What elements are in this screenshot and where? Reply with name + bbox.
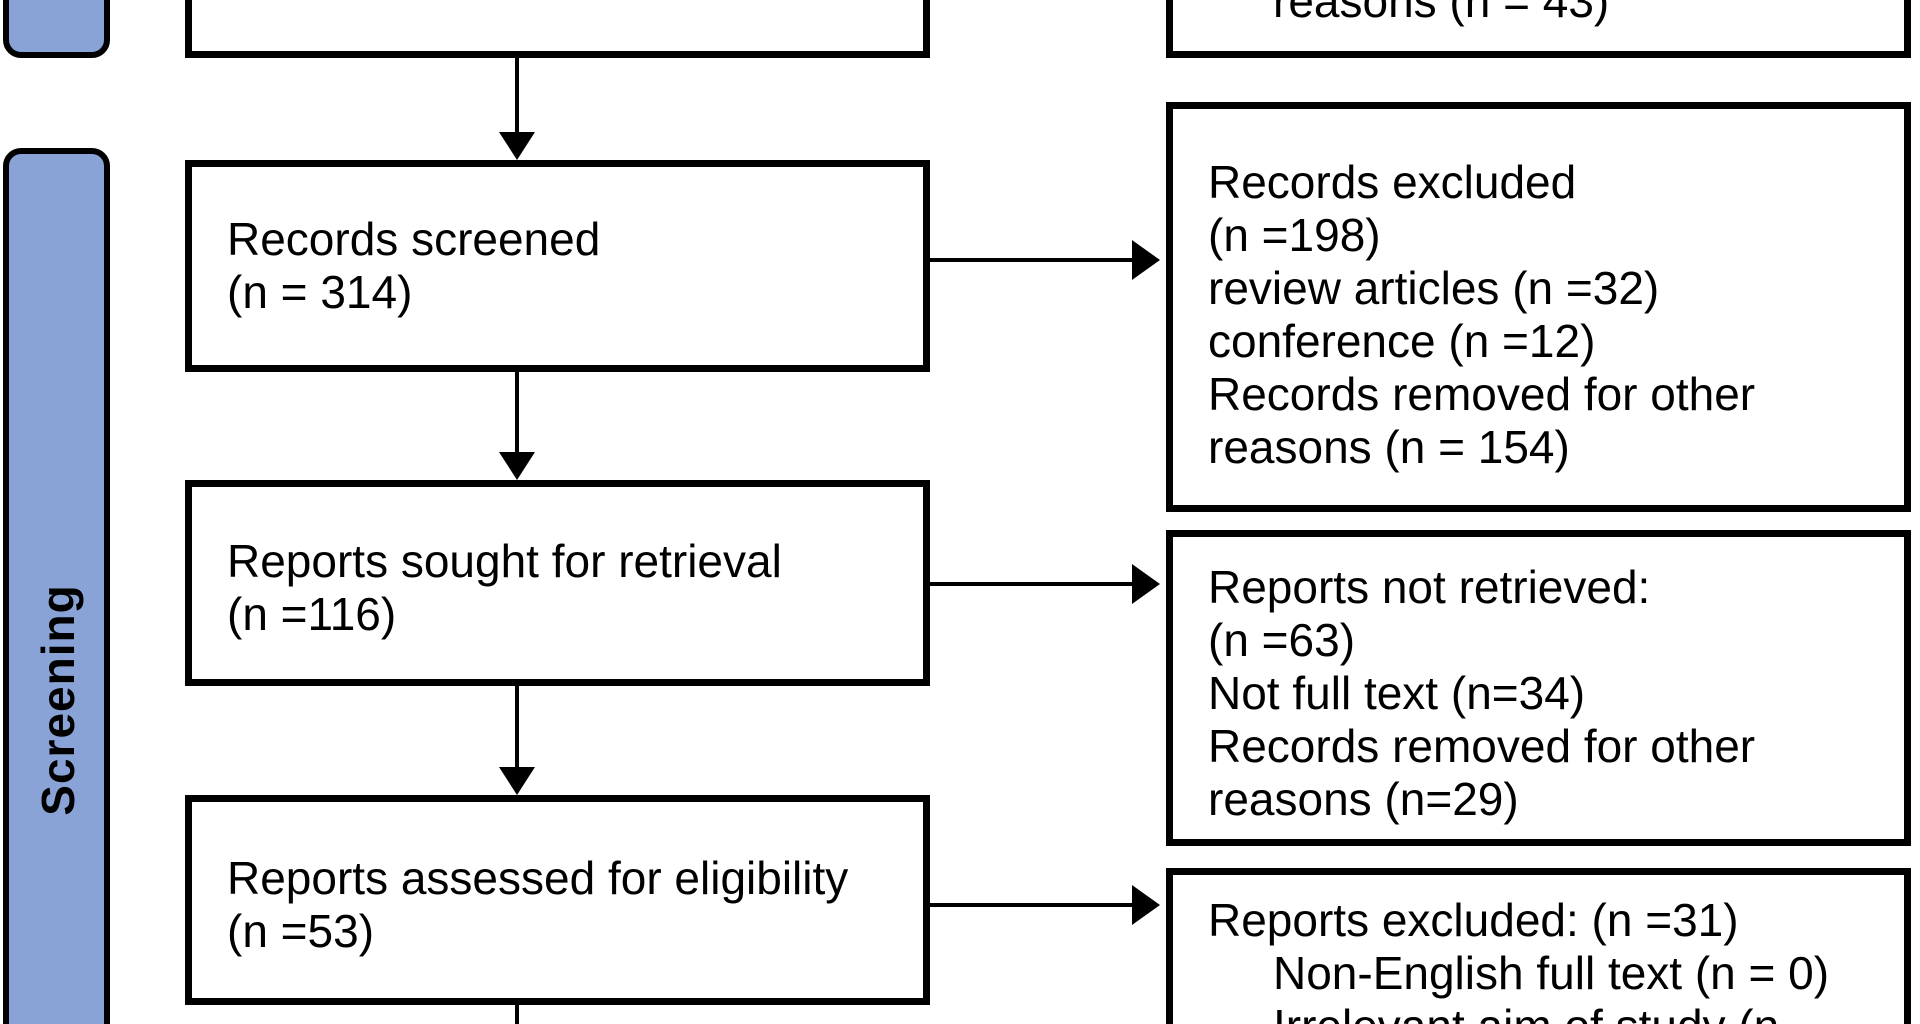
box-text-line: review articles (n =32)	[1208, 262, 1660, 314]
box-text-line: Not full text (n=34)	[1208, 667, 1586, 719]
arrow-down-1-head	[499, 132, 535, 160]
flow-box-records-excluded: Records excluded (n =198) review article…	[1166, 102, 1911, 512]
box-text-line: Reports excluded: (n =31)	[1208, 894, 1739, 946]
arrow-down-2-stem	[515, 372, 519, 452]
box-text-line: (n = 314)	[227, 266, 413, 318]
box-text-line: conference (n =12)	[1208, 315, 1596, 367]
box-text-line: Records screened	[227, 213, 601, 265]
box-text-line: (n =53)	[227, 905, 375, 957]
box-text-line: Reports sought for retrieval	[227, 535, 782, 587]
arrow-right-2-head	[1132, 564, 1160, 604]
arrow-right-1-head	[1132, 240, 1160, 280]
arrow-right-1-stem	[930, 258, 1132, 262]
arrow-right-2-stem	[930, 582, 1132, 586]
box-text-line: (n =198)	[1208, 209, 1381, 261]
stage-bar-screening	[3, 148, 110, 1024]
flow-box-records-screened: Records screened (n = 314)	[185, 160, 930, 372]
box-text-line: reasons (n = 43)	[1273, 0, 1610, 27]
stage-bar-identification-partial	[3, 0, 110, 58]
box-text-line: Irrelevant aim of study (n	[1208, 1000, 1884, 1024]
box-text-line: Non-English full text (n = 0)	[1273, 947, 1830, 999]
arrow-right-3-head	[1132, 885, 1160, 925]
box-text-line: Records removed for other	[1208, 720, 1756, 772]
stage-label-screening: Screening	[32, 584, 84, 816]
arrow-down-3-stem	[515, 686, 519, 767]
arrow-down-4-stem-partial	[515, 1005, 519, 1024]
box-text-line: Records removed for other	[1208, 368, 1756, 420]
box-text-line: Reports assessed for eligibility	[227, 852, 849, 904]
arrow-right-3-stem	[930, 903, 1132, 907]
box-text-line: (n =63)	[1208, 614, 1356, 666]
arrow-down-3-head	[499, 767, 535, 795]
box-text-line: Reports not retrieved:	[1208, 561, 1651, 613]
box-text-line: Records excluded	[1208, 156, 1577, 208]
flow-box-top-partial	[185, 0, 930, 58]
flow-box-reports-not-retrieved: Reports not retrieved: (n =63) Not full …	[1166, 530, 1911, 846]
flow-box-reports-excluded: Reports excluded: (n =31) Non-English fu…	[1166, 868, 1911, 1024]
flow-box-reports-sought: Reports sought for retrieval (n =116)	[185, 480, 930, 686]
arrow-down-2-head	[499, 452, 535, 480]
box-text-line: reasons (n=29)	[1208, 773, 1519, 825]
flow-box-records-removed-partial: reasons (n = 43)	[1166, 0, 1911, 58]
arrow-down-1-stem	[515, 58, 519, 132]
box-text-line: reasons (n = 154)	[1208, 421, 1570, 473]
box-text-line: (n =116)	[227, 588, 397, 640]
flow-box-reports-assessed: Reports assessed for eligibility (n =53)	[185, 795, 930, 1005]
